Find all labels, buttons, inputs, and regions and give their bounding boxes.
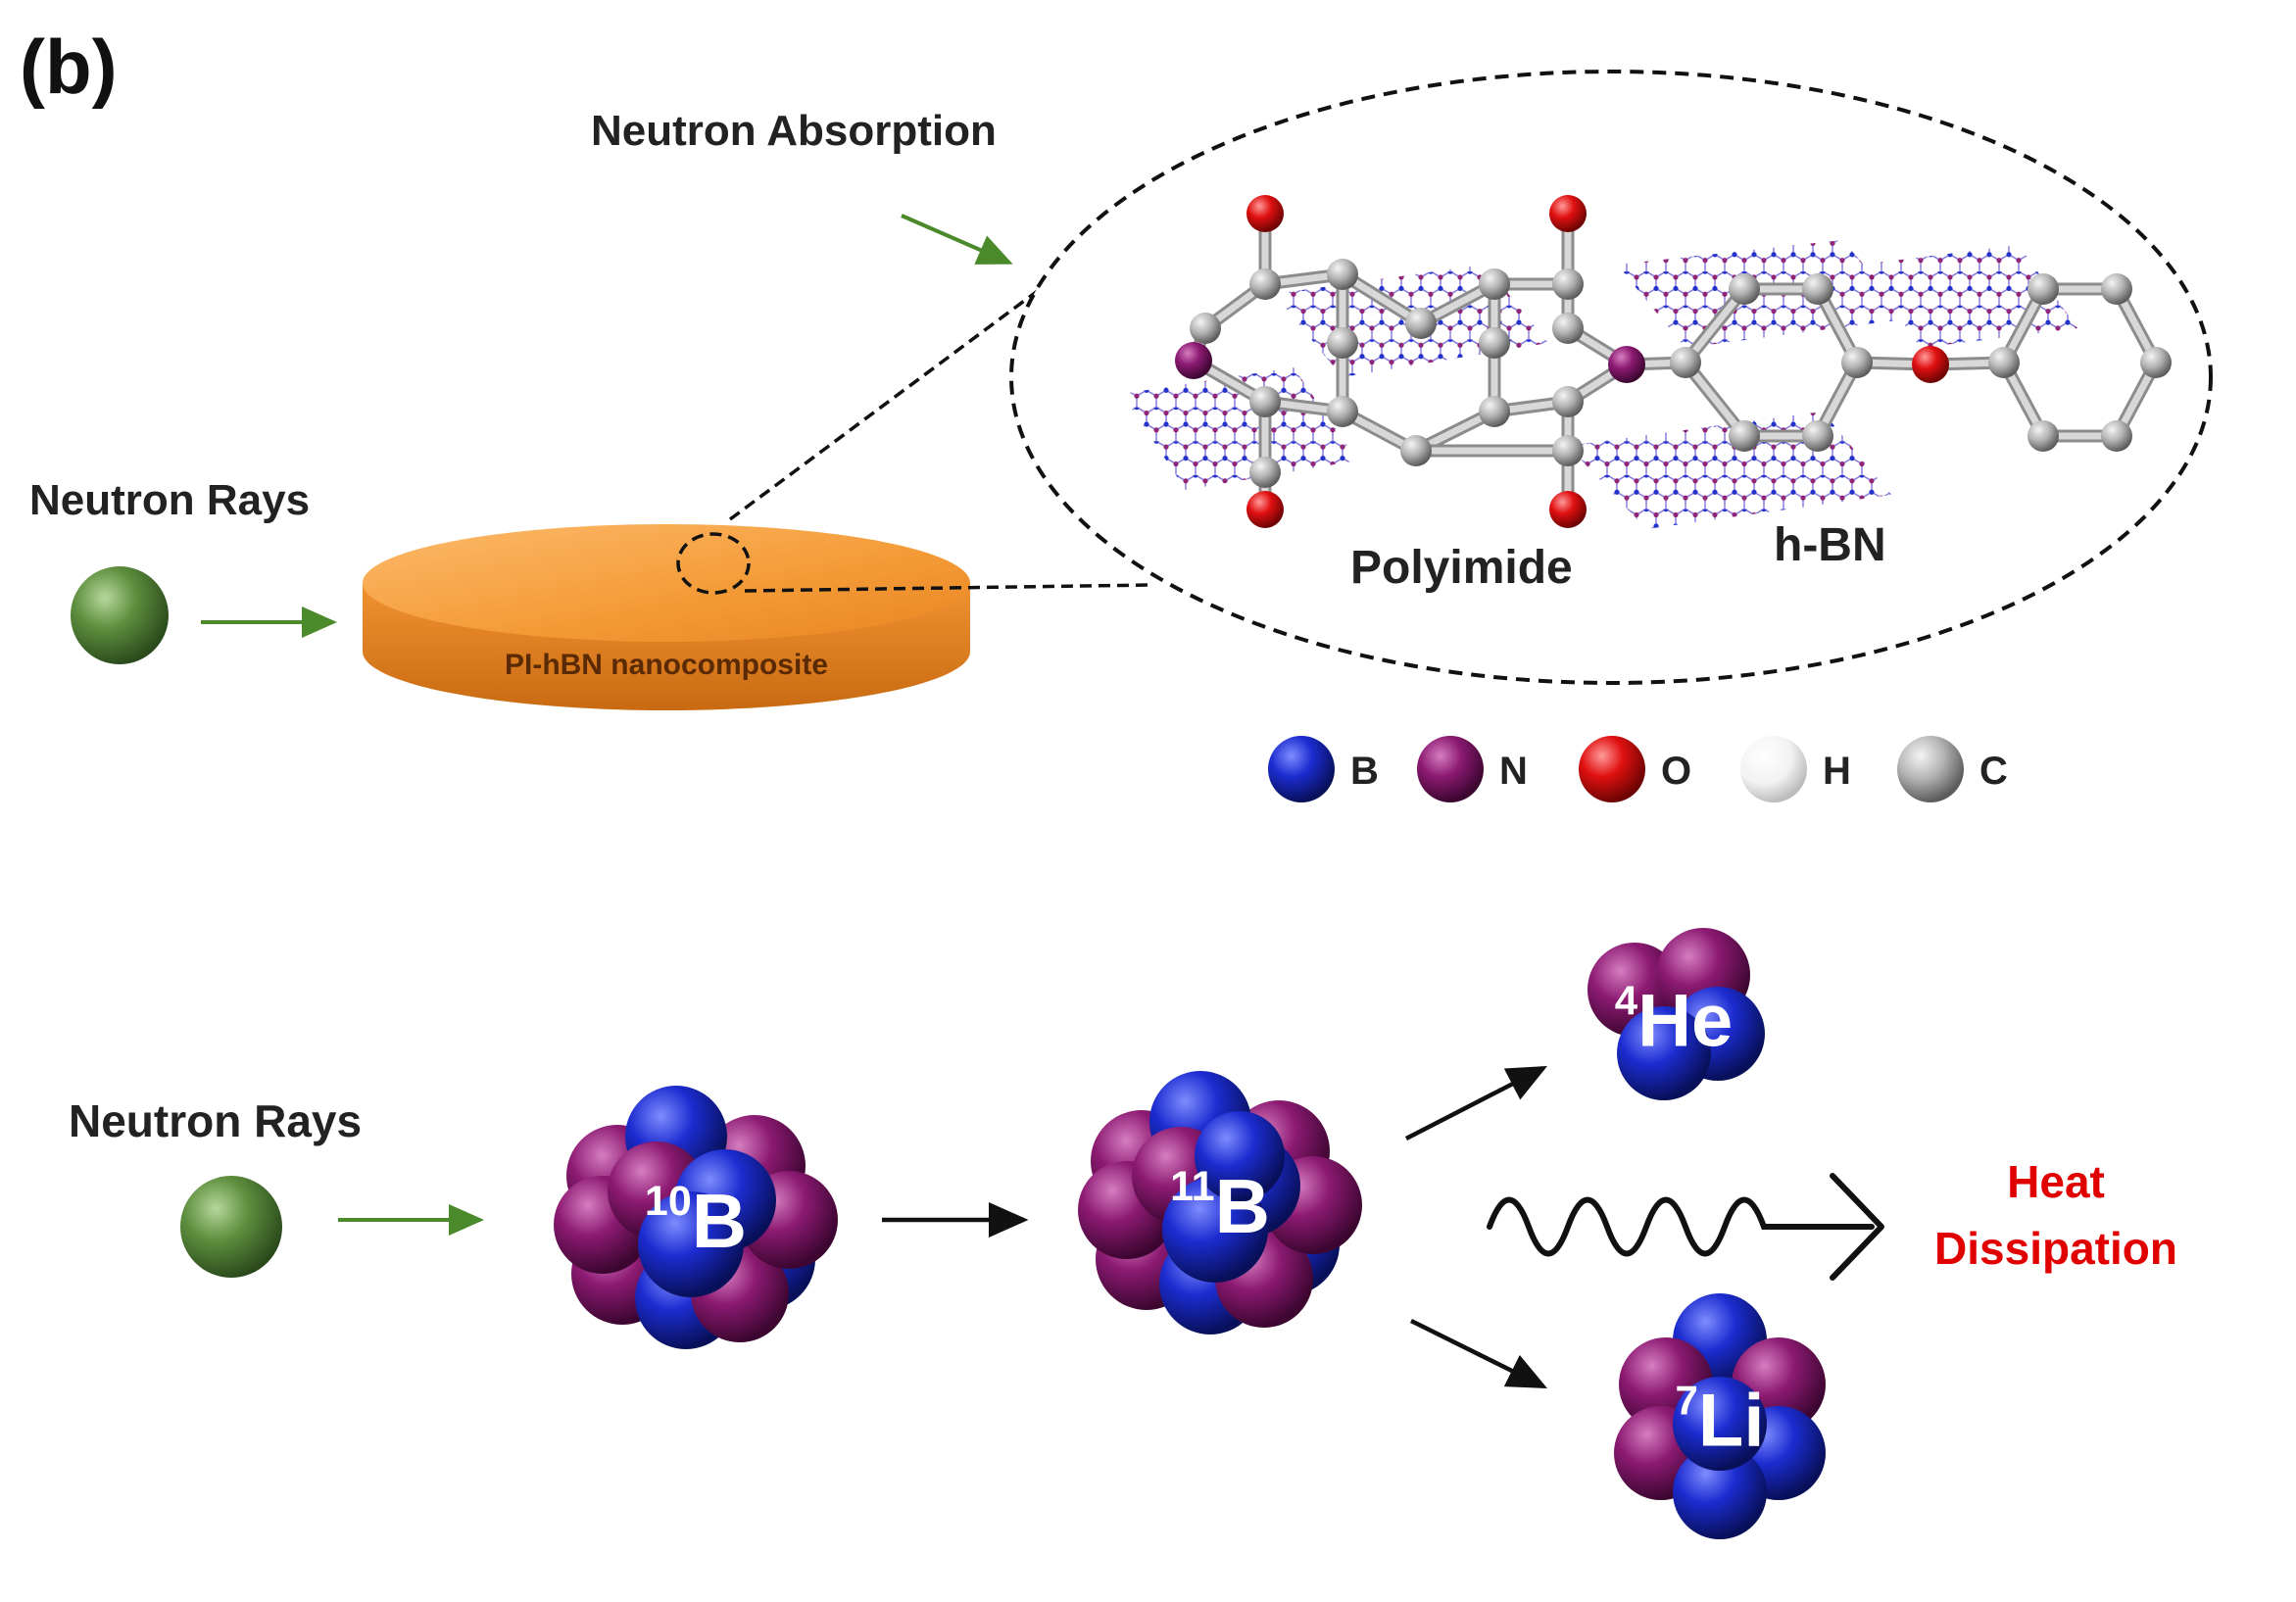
carbon-atom (2027, 420, 2059, 452)
legend-label-h: H (1823, 750, 1851, 793)
carbon-atom (1552, 386, 1584, 417)
legend-label-n: N (1499, 750, 1528, 793)
heat-wave-arrow (1487, 1173, 1884, 1281)
carbon-atom (2027, 273, 2059, 305)
nanocomposite-disk (363, 524, 970, 710)
nucLi7-label: 7Li (1676, 1377, 1765, 1462)
hbn-sheet (1122, 367, 1357, 490)
lithium-7-nucleus: 7Li (1614, 1293, 1826, 1539)
element-symbol: B (692, 1178, 747, 1264)
carbon-atom (1249, 386, 1281, 417)
panel-label: (b) (20, 24, 118, 110)
carbon-atom (2101, 273, 2132, 305)
legend-label-b: B (1350, 750, 1379, 793)
carbon-atom (1802, 273, 1833, 305)
proton-sphere (1617, 1006, 1711, 1100)
helium-arrow (1404, 1065, 1548, 1141)
element-symbol: He (1637, 979, 1733, 1062)
disk-label: PI-hBN nanocomposite (505, 649, 828, 681)
neutron-sphere-top (71, 566, 169, 664)
proton-sphere (1162, 1177, 1268, 1283)
zoom-connector-upper (728, 288, 1041, 521)
bond-highlight (1682, 359, 1748, 440)
carbon-atom (1400, 435, 1432, 466)
carbon-atom (1479, 268, 1510, 300)
absorption-arrow (901, 214, 1013, 265)
zoom-circle-small (676, 532, 751, 595)
carbon-atom (1249, 457, 1281, 488)
carbon-atom (2140, 347, 2172, 378)
nucB11-label: 11B (1170, 1163, 1270, 1249)
carbon-atom (2101, 420, 2132, 452)
proton-sphere (638, 1191, 744, 1297)
carbon-atom (1729, 273, 1760, 305)
proton-sphere (1195, 1111, 1285, 1201)
oxygen-atom (1912, 346, 1949, 383)
carbon-atom (1552, 268, 1584, 300)
neutron-sphere-bottom (180, 1176, 282, 1278)
zoom-connector-lower (744, 583, 1152, 593)
nitrogen-atom (1608, 346, 1645, 383)
carbon-atom (1479, 396, 1510, 427)
carbon-atom (1552, 313, 1584, 344)
heat-label-line2: Dissipation (1934, 1223, 2177, 1274)
carbon-atom (1327, 259, 1358, 290)
lithium-arrow (1409, 1318, 1548, 1389)
legend-swatch-n (1417, 736, 1484, 802)
carbon-atom (1552, 435, 1584, 466)
neutron-rays-label-bottom: Neutron Rays (69, 1095, 362, 1146)
nitrogen-atom (1175, 342, 1212, 379)
heat-label-line1: Heat (2007, 1156, 2105, 1207)
oxygen-atom (1549, 491, 1587, 528)
polyimide-molecule (1175, 195, 2172, 528)
mass-number: 4 (1615, 977, 1638, 1023)
bond-highlight (1682, 285, 1748, 366)
carbon-atom (1249, 268, 1281, 300)
nucHe4-label: 4He (1615, 977, 1734, 1062)
legend-swatch-h (1740, 736, 1807, 802)
boron-11-nucleus: 11B (1078, 1071, 1362, 1335)
legend-label-o: O (1661, 750, 1691, 793)
neutron-rays-label-top: Neutron Rays (29, 476, 310, 524)
hbn-label: h-BN (1774, 519, 1886, 571)
carbon-atom (1327, 396, 1358, 427)
legend-label-c: C (1979, 750, 2008, 793)
carbon-atom (1670, 347, 1701, 378)
legend-swatch-o (1579, 736, 1645, 802)
legend-swatch-b (1268, 736, 1335, 802)
boron-10-nucleus: 10B (554, 1086, 838, 1349)
carbon-atom (1405, 308, 1437, 339)
oxygen-atom (1246, 491, 1284, 528)
carbon-atom (1988, 347, 2020, 378)
nucB10-label: 10B (645, 1178, 747, 1264)
element-symbol: Li (1698, 1379, 1765, 1462)
carbon-atom (1190, 313, 1221, 344)
oxygen-atom (1246, 195, 1284, 232)
mass-number: 10 (645, 1178, 692, 1225)
carbon-atom (1729, 420, 1760, 452)
neutron-absorption-label: Neutron Absorption (591, 107, 997, 155)
carbon-atom (1841, 347, 1873, 378)
oxygen-atom (1549, 195, 1587, 232)
element-symbol: B (1215, 1163, 1270, 1249)
mass-number: 7 (1676, 1377, 1698, 1423)
proton-sphere (1673, 1377, 1767, 1471)
mass-number: 11 (1170, 1163, 1214, 1210)
carbon-atom (1327, 327, 1358, 359)
helium-4-nucleus: 4He (1588, 928, 1765, 1100)
carbon-atom (1479, 327, 1510, 359)
legend-swatch-c (1897, 736, 1964, 802)
proton-sphere (1673, 1445, 1767, 1539)
polyimide-label: Polyimide (1350, 542, 1573, 594)
carbon-atom (1802, 420, 1833, 452)
